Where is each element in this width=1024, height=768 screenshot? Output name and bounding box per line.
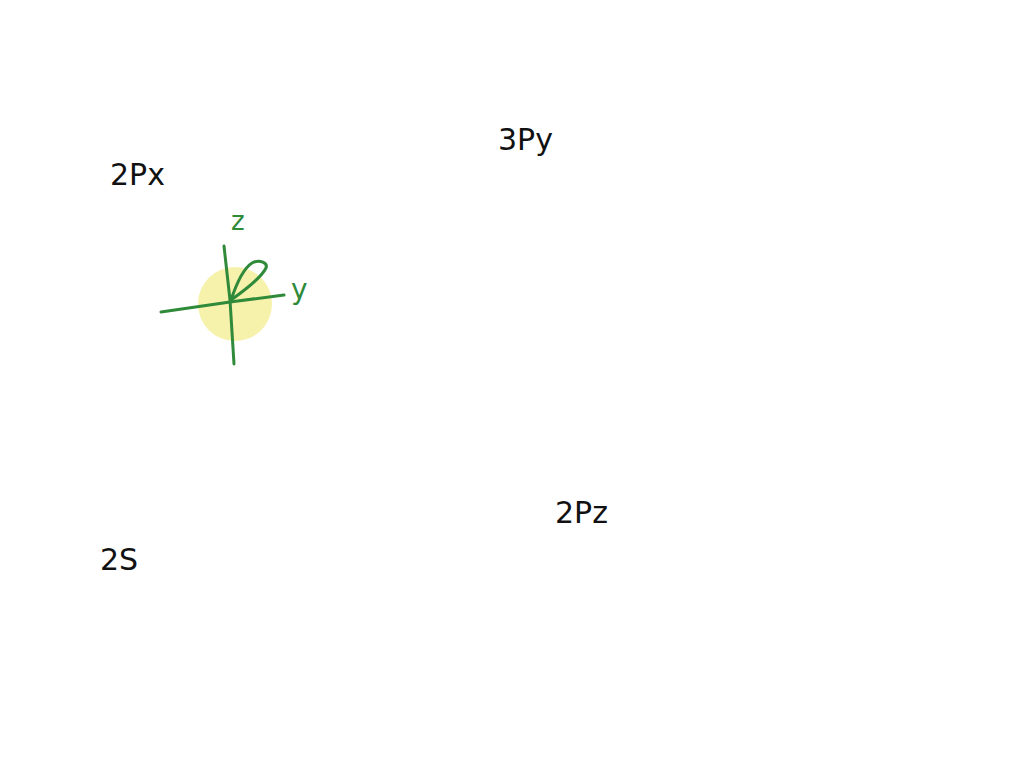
y-axis xyxy=(161,295,284,312)
axis-label: y xyxy=(291,276,308,304)
z-axis xyxy=(224,246,234,364)
orbital-lobe xyxy=(231,261,266,300)
orbital-label: 2Pz xyxy=(555,498,608,528)
orbital-label: 3Py xyxy=(498,125,553,155)
axis-label: z xyxy=(231,208,245,234)
orbital-label: 2S xyxy=(100,545,138,575)
orbital-label: 2Px xyxy=(110,160,165,190)
